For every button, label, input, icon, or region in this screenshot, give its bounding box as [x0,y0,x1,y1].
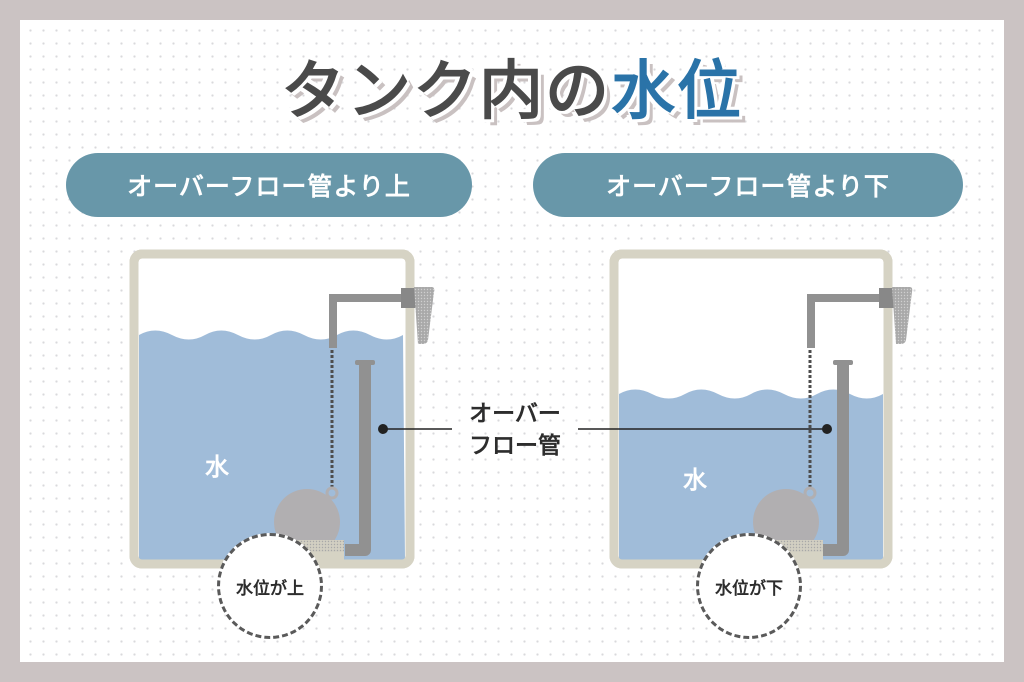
tank-right [578,249,913,569]
heading-below-overflow: オーバーフロー管より下 [533,153,963,217]
callout-line-2: フロー管 [469,433,561,459]
page-title: タンク内の水位 [0,40,1024,132]
water-left [139,330,405,560]
faucet-left [414,287,435,344]
overflow-pipe-right [823,362,849,556]
overflow-pipe-callout: オーバー フロー管 [440,398,590,462]
faucet-right [892,287,913,344]
title-main: タンク内の [281,55,611,129]
heading-above-overflow: オーバーフロー管より上 [66,153,472,217]
title-accent: 水位 [611,55,743,129]
badge-water-level-low: 水位が下 [696,533,802,639]
overflow-pipe-left [345,362,371,556]
water-label-left: 水 [205,453,229,481]
water-label-right: 水 [683,466,707,494]
callout-line-1: オーバー [469,401,561,427]
badge-water-level-high: 水位が上 [217,533,323,639]
tank-left [129,249,452,569]
